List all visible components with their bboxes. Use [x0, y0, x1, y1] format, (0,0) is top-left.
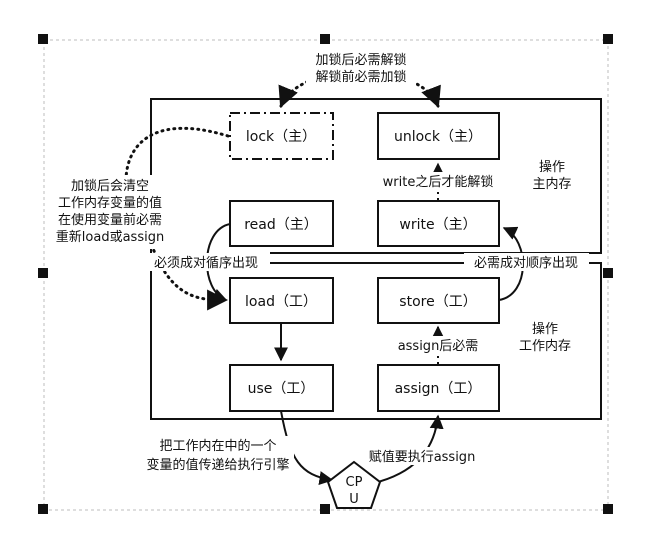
resize-handle-bl[interactable]	[38, 504, 48, 514]
pass-note-line2: 变量的值传递给执行引擎	[146, 457, 289, 473]
assign-label: assign（工）	[395, 381, 482, 397]
pair-order-left-note: 必须成对循序出现	[154, 256, 258, 271]
unlock-label: unlock（主）	[394, 129, 482, 145]
clear-note-line3: 在使用变量前必需	[58, 212, 162, 228]
resize-handle-mr[interactable]	[603, 268, 613, 278]
working-memory-label-line2: 工作内存	[519, 338, 571, 354]
assign-then-note-bg	[392, 336, 484, 354]
use-label: use（工）	[248, 381, 315, 397]
lock-rule-bg	[306, 50, 416, 86]
clear-note-line1: 加锁后会清空	[71, 178, 149, 194]
store-box: store（工）	[377, 277, 500, 324]
assign-then-note: assign后必需	[398, 339, 479, 354]
canvas-frame	[38, 34, 613, 514]
use-box: use（工）	[229, 364, 334, 412]
cpu-node: CP U	[326, 460, 382, 509]
lock-rule-line2: 解锁前必需加锁	[315, 69, 406, 85]
resize-handle-tm[interactable]	[320, 34, 330, 44]
resize-handle-tl[interactable]	[38, 34, 48, 44]
unlock-box: unlock（主）	[377, 112, 500, 160]
store-label: store（工）	[399, 294, 476, 310]
clear-note-line2: 工作内存变量的值	[58, 195, 162, 211]
load-label: load（工）	[245, 294, 317, 310]
write-unlock-note-bg	[372, 172, 504, 190]
pass-note-bg	[144, 436, 294, 474]
cpu-label-line1: CP	[346, 475, 363, 490]
cpu-assign-note: 赋值要执行assign	[369, 449, 476, 465]
pass-note-line1: 把工作内在中的一个	[159, 438, 276, 454]
write-box: write（主）	[377, 200, 500, 247]
lock-box: lock（主）	[229, 112, 334, 160]
assign-box: assign（工）	[377, 364, 500, 412]
clear-note-bg	[50, 175, 170, 249]
write-label: write（主）	[399, 217, 476, 233]
resize-handle-br[interactable]	[603, 504, 613, 514]
cpu-label-line2: U	[349, 492, 359, 507]
pair-order-right-bg	[464, 253, 589, 271]
working-memory-label-line1: 操作	[532, 321, 558, 337]
cpu-assign-note-bg	[360, 447, 484, 465]
read-box: read（主）	[229, 200, 334, 247]
main-memory-label-line1: 操作	[539, 159, 565, 175]
main-memory-label-line2: 主内存	[532, 176, 571, 192]
load-box: load（工）	[229, 277, 334, 324]
resize-handle-tr[interactable]	[603, 34, 613, 44]
lock-rule-line1: 加锁后必需解锁	[315, 52, 406, 68]
pair-order-right-note: 必需成对顺序出现	[474, 256, 578, 271]
resize-handle-bm[interactable]	[320, 504, 330, 514]
clear-note-line4: 重新load或assign	[56, 229, 164, 245]
lock-label: lock（主）	[246, 129, 316, 145]
pair-order-left-bg	[140, 253, 270, 271]
write-then-unlock-note: write之后才能解锁	[383, 174, 494, 190]
read-label: read（主）	[244, 217, 318, 233]
resize-handle-ml[interactable]	[38, 268, 48, 278]
use-to-cpu-arrow	[280, 410, 334, 485]
